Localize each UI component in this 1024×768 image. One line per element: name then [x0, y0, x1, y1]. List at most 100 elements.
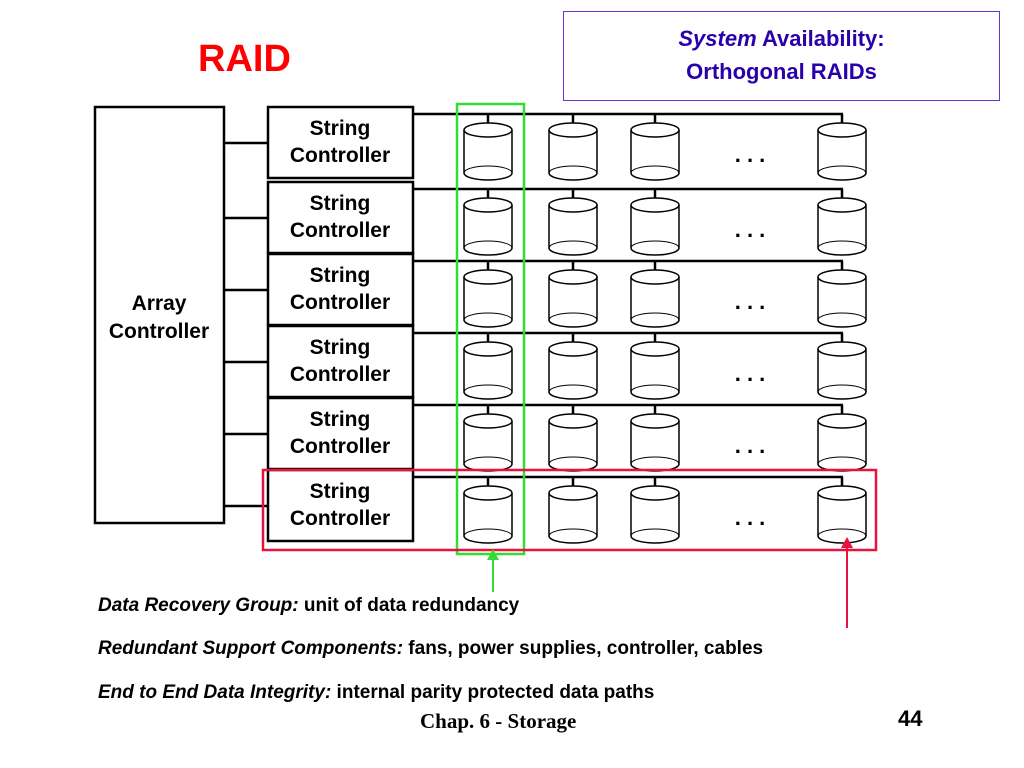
disk-top: [817, 413, 867, 429]
disk-bottom-rim: [463, 312, 513, 321]
disk-bottom-rim: [463, 165, 513, 174]
disk-body: [817, 349, 867, 400]
disk-body: [630, 205, 680, 256]
array-controller-label-1: Array: [132, 292, 187, 315]
string-controller-box: [266, 468, 415, 543]
string-controller-label-2: Controller: [290, 291, 390, 314]
disk-body: [463, 349, 513, 400]
disk-top: [630, 485, 680, 501]
disk-bottom-rim: [548, 456, 598, 465]
ellipsis: . . .: [735, 433, 766, 458]
disk-bottom-rim: [817, 312, 867, 321]
disk-body: [548, 205, 598, 256]
string-controller-label-2: Controller: [290, 363, 390, 386]
subtitle-line-1: System Availability:: [564, 26, 999, 52]
caption-label: Redundant Support Components:: [98, 638, 404, 659]
disk-body: [630, 349, 680, 400]
disk-top: [463, 413, 513, 429]
disk-bottom-rim: [548, 165, 598, 174]
ellipsis: . . .: [735, 289, 766, 314]
disk-bottom-rim: [817, 528, 867, 537]
subtitle-box: System Availability: Orthogonal RAIDs: [563, 11, 1000, 101]
disk-top: [630, 413, 680, 429]
disk-body: [817, 493, 867, 544]
string-controller-label-1: String: [310, 192, 371, 215]
disk-bottom-rim: [817, 384, 867, 393]
disk-body: [548, 277, 598, 328]
disk-body: [630, 277, 680, 328]
disk-top: [630, 341, 680, 357]
disk-bottom-rim: [817, 456, 867, 465]
array-controller-label-2: Controller: [109, 320, 209, 343]
string-controller-label-1: String: [310, 336, 371, 359]
disk-body: [817, 277, 867, 328]
string-controller-label-1: String: [310, 480, 371, 503]
disk-body: [817, 130, 867, 181]
disk-top: [548, 413, 598, 429]
disk-bottom-rim: [463, 456, 513, 465]
disk-top: [548, 485, 598, 501]
caption-label: End to End Data Integrity:: [98, 682, 332, 703]
ellipsis: . . .: [735, 361, 766, 386]
caption-end-to-end: End to End Data Integrity: internal pari…: [98, 682, 654, 704]
disk-bottom-rim: [548, 240, 598, 249]
footer-chapter: Chap. 6 - Storage: [420, 709, 577, 733]
disk-top: [548, 197, 598, 213]
subtitle-line-2: Orthogonal RAIDs: [686, 59, 877, 84]
ellipsis: . . .: [735, 142, 766, 167]
disk-bottom-rim: [630, 528, 680, 537]
disk-body: [548, 130, 598, 181]
footer-page-number: 44: [898, 706, 923, 731]
disk-top: [630, 269, 680, 285]
disk-top: [817, 269, 867, 285]
disk-top: [817, 485, 867, 501]
disk-body: [463, 277, 513, 328]
disk-body: [548, 349, 598, 400]
disk-top: [548, 269, 598, 285]
disk-bottom-rim: [463, 240, 513, 249]
disk-top: [817, 122, 867, 138]
disk-body: [463, 493, 513, 544]
disk-top: [630, 197, 680, 213]
disk-body: [817, 205, 867, 256]
disk-top: [548, 122, 598, 138]
caption-text: unit of data redundancy: [298, 595, 520, 616]
disk-bottom-rim: [463, 528, 513, 537]
disk-top: [463, 197, 513, 213]
string-controller-box: [266, 252, 415, 327]
disk-top: [817, 341, 867, 357]
disk-bottom-rim: [548, 384, 598, 393]
ellipsis: . . .: [735, 505, 766, 530]
disk-body: [463, 205, 513, 256]
caption-data-recovery-group: Data Recovery Group: unit of data redund…: [98, 595, 519, 617]
disk-body: [548, 493, 598, 544]
disk-body: [630, 130, 680, 181]
subtitle-italic: System: [678, 26, 757, 51]
caption-redundant-support: Redundant Support Components: fans, powe…: [98, 638, 763, 660]
support-components-highlight: [261, 468, 878, 552]
string-controller-label-1: String: [310, 117, 371, 140]
disk-bottom-rim: [817, 165, 867, 174]
string-controller-label-2: Controller: [290, 219, 390, 242]
disk-bottom-rim: [463, 384, 513, 393]
disk-bottom-rim: [548, 528, 598, 537]
disk-bottom-rim: [630, 384, 680, 393]
string-controller-label-2: Controller: [290, 507, 390, 530]
disk-top: [630, 122, 680, 138]
caption-text: internal parity protected data paths: [331, 682, 655, 703]
disk-bottom-rim: [630, 312, 680, 321]
disk-bottom-rim: [548, 312, 598, 321]
string-controller-box: [266, 324, 415, 399]
support-components-arrow-head: [841, 537, 853, 548]
string-controller-label-1: String: [310, 264, 371, 287]
disk-bottom-rim: [817, 240, 867, 249]
disk-top: [463, 122, 513, 138]
ellipsis: . . .: [735, 217, 766, 242]
array-controller-box: [93, 105, 226, 525]
string-controller-box: [266, 105, 415, 180]
disk-body: [630, 493, 680, 544]
caption-text: fans, power supplies, controller, cables: [403, 638, 764, 659]
